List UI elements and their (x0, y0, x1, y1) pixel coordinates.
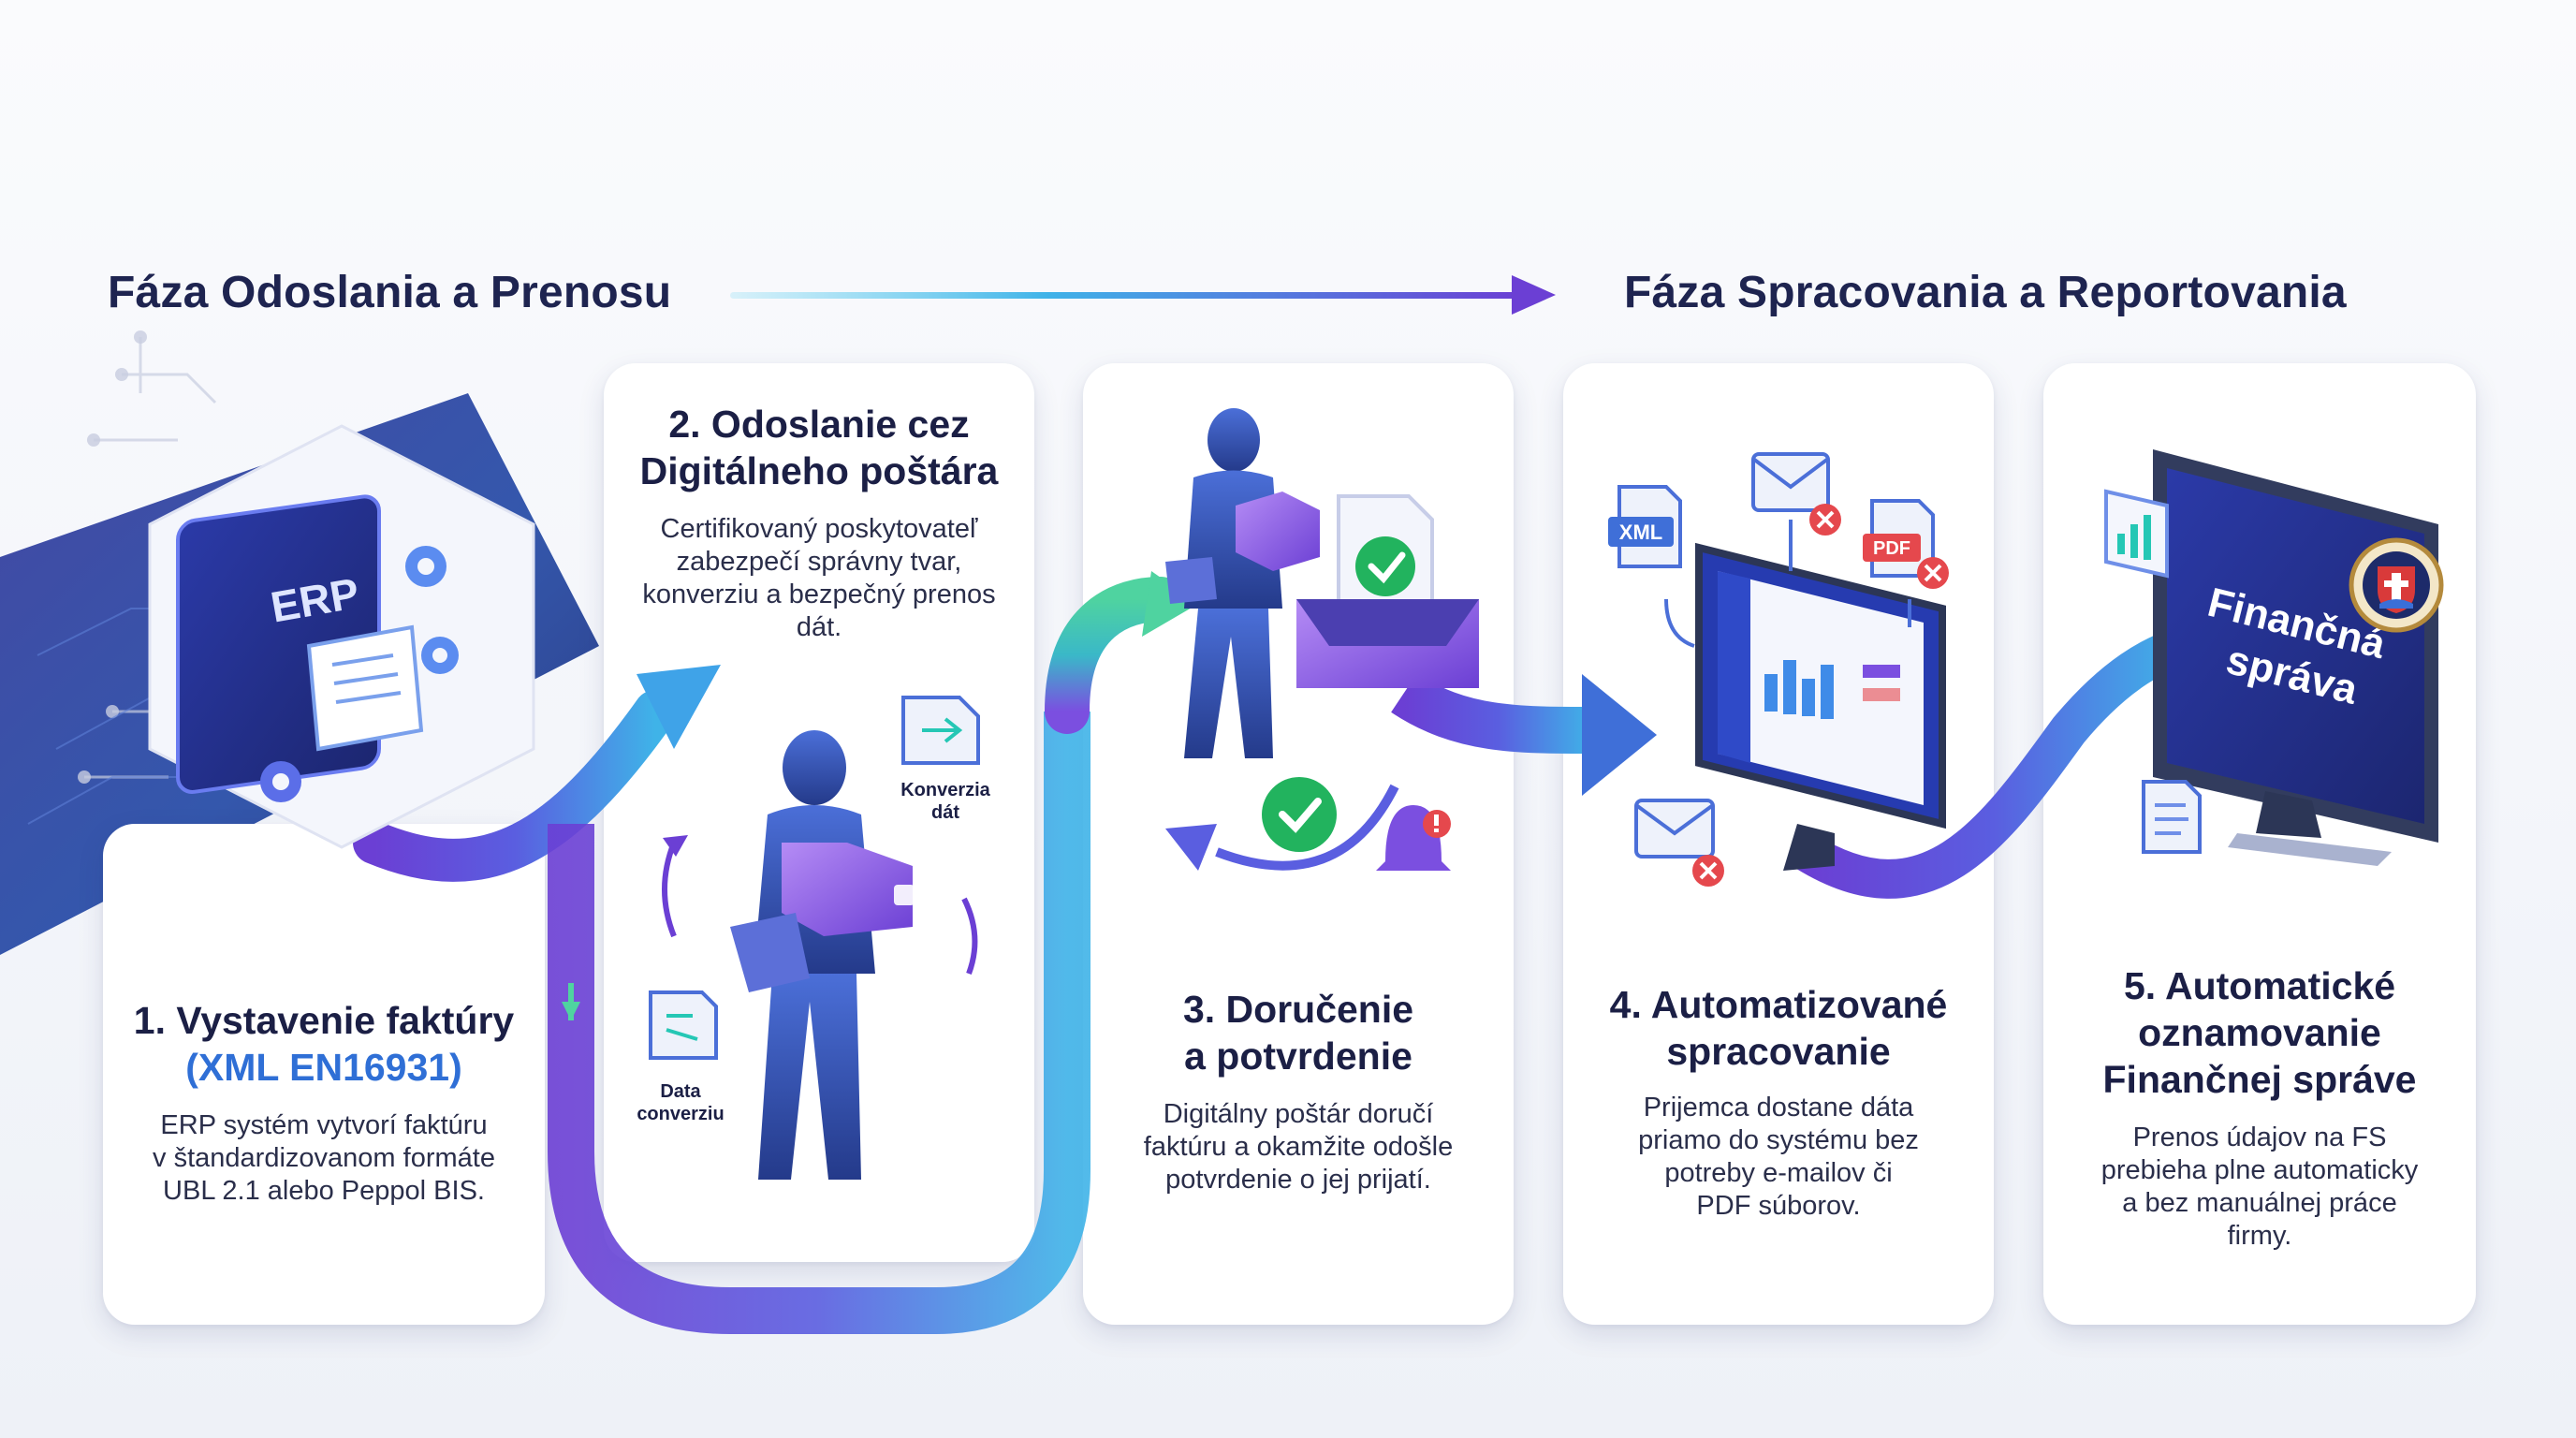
step-4-title-line: spracovanie (1666, 1030, 1891, 1073)
step-5-desc-line: prebieha plne automaticky (2100, 1155, 2419, 1185)
phase-title-process: Fáza Spracovania a Reportovania (1624, 268, 2347, 317)
step-4-title-line: 4. Automatizované (1609, 983, 1948, 1026)
step-card-4: 4. Automatizované spracovanie Prijemca d… (1563, 363, 1994, 1325)
step-3-desc-line: Digitálny poštár doručí (1163, 1099, 1434, 1129)
step-2-desc-line: zabezpečí správny tvar, (676, 547, 962, 577)
step-2-desc-line: Certifikovaný poskytovateľ (660, 514, 978, 544)
step-2-desc-line: konverziu a bezpečný prenos (642, 580, 996, 609)
step-4-desc-line: Prijemca dostane dáta (1643, 1093, 1914, 1123)
step-3-title-line: 3. Doručenie (1182, 988, 1414, 1031)
step-5-title-line: 5. Automatické (2123, 964, 2396, 1007)
step-5-title-line: oznamovanie (2138, 1011, 2381, 1054)
step-1-description: ERP systém vytvorí faktúru v štandardizo… (122, 1109, 526, 1208)
step-2-title-line: 2. Odoslanie cez (668, 403, 970, 446)
step-3-desc-line: faktúru a okamžite odošle (1143, 1132, 1454, 1162)
step-5-description: Prenos údajov na FS prebieha plne automa… (2062, 1122, 2457, 1253)
step-2-title: 2. Odoslanie cez Digitálneho poštára (604, 401, 1034, 494)
step-4-title: 4. Automatizované spracovanie (1563, 981, 1994, 1075)
step-1-desc-line: UBL 2.1 alebo Peppol BIS. (163, 1176, 485, 1206)
step-4-description: Prijemca dostane dáta priamo do systému … (1582, 1092, 1975, 1223)
step-card-5: 5. Automatické oznamovanie Finančnej spr… (2043, 363, 2476, 1325)
step-3-title: 3. Doručenie a potvrdenie (1083, 986, 1514, 1079)
step-5-desc-line: Prenos údajov na FS (2132, 1123, 2387, 1152)
step-card-2: 2. Odoslanie cez Digitálneho poštára Cer… (604, 363, 1034, 1262)
step-1-title-text: 1. Vystavenie faktúry (133, 999, 515, 1042)
step-3-description: Digitálny poštár doručí faktúru a okamži… (1102, 1098, 1495, 1196)
step-5-title-line: Finančnej správe (2102, 1058, 2417, 1101)
step-3-desc-line: potvrdenie o jej prijatí. (1165, 1165, 1431, 1195)
step-1-desc-line: ERP systém vytvorí faktúru (160, 1110, 488, 1140)
step-5-title: 5. Automatické oznamovanie Finančnej spr… (2043, 962, 2476, 1103)
step-2-description: Certifikovaný poskytovateľ zabezpečí spr… (622, 513, 1016, 644)
step-4-desc-line: potreby e-mailov či (1664, 1158, 1893, 1188)
step-5-desc-line: a bez manuálnej práce (2122, 1188, 2397, 1218)
step-3-title-line: a potvrdenie (1184, 1034, 1412, 1078)
step-1-title: 1. Vystavenie faktúry (XML EN16931) (103, 997, 545, 1091)
step-4-desc-line: PDF súborov. (1696, 1191, 1861, 1221)
step-card-3: 3. Doručenie a potvrdenie Digitálny pošt… (1083, 363, 1514, 1325)
step-5-desc-line: firmy. (2227, 1221, 2292, 1251)
phase-arrow (730, 275, 1556, 315)
step-card-1: 1. Vystavenie faktúry (XML EN16931) ERP … (103, 824, 545, 1325)
step-2-title-line: Digitálneho poštára (639, 449, 999, 492)
step-4-desc-line: priamo do systému bez (1638, 1125, 1919, 1155)
step-2-desc-line: dát. (796, 612, 842, 642)
phase-title-send: Fáza Odoslania a Prenosu (108, 268, 672, 317)
step-1-desc-line: v štandardizovanom formáte (153, 1143, 495, 1173)
step-1-subtitle: (XML EN16931) (185, 1046, 462, 1089)
